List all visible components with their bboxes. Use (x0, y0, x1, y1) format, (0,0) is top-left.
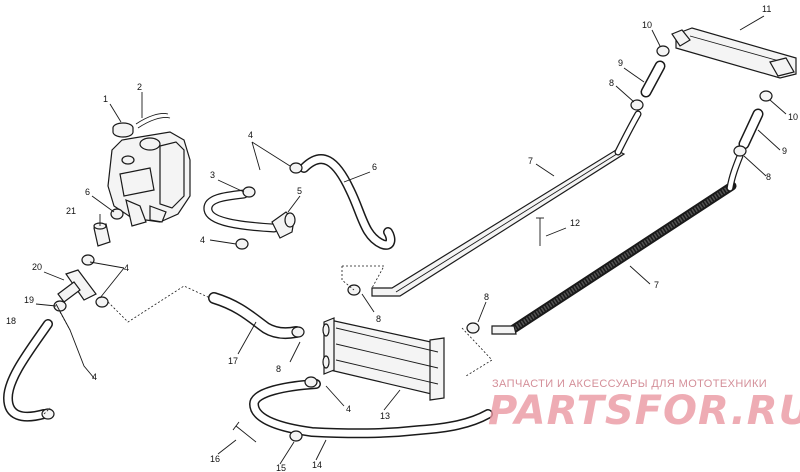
leader-lines (35, 15, 787, 465)
hose-9-lower (738, 108, 764, 150)
bolt-12 (536, 217, 544, 246)
hose-clamp-15 (289, 430, 303, 442)
hose-clamp-4a (289, 162, 303, 174)
callout-8-right: 8 (766, 172, 771, 182)
callout-21: 21 (66, 206, 76, 216)
callout-8-upper: 8 (609, 78, 614, 88)
hose-6 (299, 154, 396, 250)
callout-20: 20 (32, 262, 42, 272)
callout-10-right: 10 (788, 112, 798, 122)
callout-7-upper: 7 (528, 156, 533, 166)
callout-4-bottom-left: 4 (92, 372, 97, 382)
callout-labels: 1 2 4 3 5 4 6 6 21 4 20 19 18 4 10 11 9 … (6, 4, 798, 472)
hose-14 (249, 379, 493, 439)
hose-clamp-4c (235, 238, 249, 250)
heat-exchanger-13 (322, 317, 445, 401)
callout-10-top: 10 (642, 20, 652, 30)
hose-9-upper (640, 60, 666, 98)
hose-clamp-8e (291, 326, 305, 338)
callout-5: 5 (297, 186, 302, 196)
hose-clamp-18-end (41, 408, 55, 420)
thermostat-fitting-5 (271, 211, 296, 239)
cooler-tube-upper-7 (371, 110, 642, 297)
callout-6: 6 (372, 162, 377, 172)
callout-11: 11 (762, 4, 771, 14)
hose-clamp-8a (630, 99, 644, 111)
hose-clamp-4b (242, 186, 256, 198)
callout-13: 13 (380, 411, 390, 421)
callout-8-exchanger: 8 (376, 314, 381, 324)
hose-clamp-10-upper (656, 45, 670, 57)
callout-6-reservoir: 6 (85, 187, 90, 197)
hose-clamp-10-lower (759, 90, 773, 102)
callout-4-tee: 4 (124, 263, 129, 273)
callout-16: 16 (210, 454, 220, 464)
callout-8-hose17: 8 (276, 364, 281, 374)
hose-17 (208, 292, 302, 340)
callout-12: 12 (570, 218, 580, 228)
callout-18: 18 (6, 316, 16, 326)
callout-2: 2 (137, 82, 142, 92)
callout-8-middle: 8 (484, 292, 489, 302)
callout-7-lower: 7 (654, 280, 659, 290)
callout-17: 17 (228, 356, 238, 366)
callout-19: 19 (24, 295, 34, 305)
reservoir-overflow-strap (135, 113, 171, 129)
coolant-reservoir (107, 131, 191, 227)
hose-18 (3, 319, 53, 422)
rear-cooler-11 (671, 27, 797, 79)
callout-4-top: 4 (248, 130, 253, 140)
fitting-21 (93, 222, 111, 247)
callout-14: 14 (312, 460, 322, 470)
hose-clamp-4e (95, 296, 109, 308)
t-fitting-20 (57, 269, 97, 303)
callout-15: 15 (276, 463, 286, 472)
watermark-caption: ЗАПЧАСТИ И АКСЕССУАРЫ ДЛЯ МОТОТЕХНИКИ (492, 378, 768, 390)
bolt-16 (232, 421, 257, 443)
callout-1: 1 (103, 94, 108, 104)
callout-9-lower: 9 (782, 146, 787, 156)
watermark-logo: PARTSFOR.RU (488, 388, 800, 434)
callout-4-bottom: 4 (346, 404, 351, 414)
callout-9-upper: 9 (618, 58, 623, 68)
hose-clamp-4f (304, 376, 318, 388)
hose-clamp-8f (110, 208, 124, 220)
callout-4-left: 4 (200, 235, 205, 245)
hose-clamp-4d (81, 254, 95, 266)
hose-clamp-8d (466, 322, 480, 334)
hose-clamp-8b (733, 145, 747, 157)
callout-3: 3 (210, 170, 215, 180)
reservoir-cap (112, 122, 134, 138)
cooler-tube-lower-7 (491, 152, 744, 335)
hose-3 (203, 189, 279, 233)
